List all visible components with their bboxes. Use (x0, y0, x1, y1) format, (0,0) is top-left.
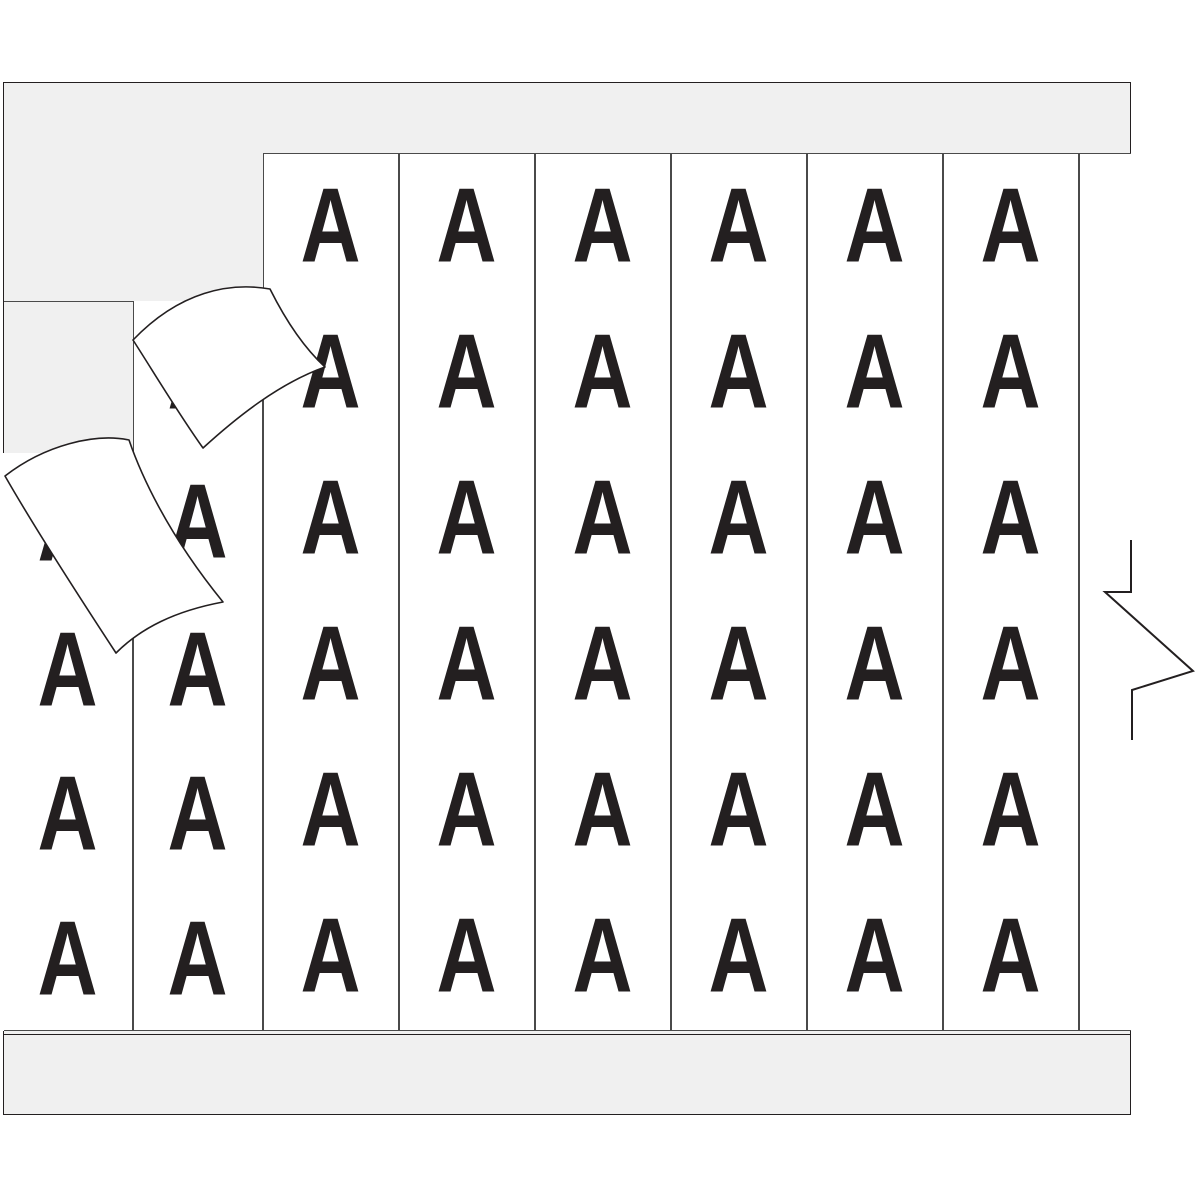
label-glyph: A (572, 896, 634, 1016)
label-cell[interactable]: A (400, 737, 534, 883)
label-cell[interactable]: A (808, 299, 942, 445)
label-glyph: A (708, 312, 770, 432)
label-glyph: A (572, 458, 634, 578)
label-column-4[interactable]: A A A A A A (399, 153, 535, 1031)
label-cell[interactable]: A (3, 742, 132, 887)
label-glyph: A (844, 750, 906, 870)
label-column-6[interactable]: A A A A A A (671, 153, 807, 1031)
label-cell[interactable]: A (944, 883, 1078, 1029)
label-glyph: A (708, 458, 770, 578)
label-cell[interactable]: A (536, 883, 670, 1029)
label-cell[interactable]: A (400, 883, 534, 1029)
label-cell[interactable]: A (536, 591, 670, 737)
label-cell[interactable]: A (536, 445, 670, 591)
label-cell[interactable]: A (400, 299, 534, 445)
label-column-3[interactable]: A A A A A A (263, 153, 399, 1031)
label-cell[interactable]: A (3, 887, 132, 1032)
label-glyph: A (300, 604, 362, 724)
label-glyph: A (572, 750, 634, 870)
die-cut-notch-outline (1102, 540, 1195, 740)
label-glyph: A (572, 604, 634, 724)
label-glyph: A (436, 750, 498, 870)
label-sheet: A A A A A A (3, 82, 1131, 1115)
label-cell[interactable]: A (944, 591, 1078, 737)
label-cell[interactable]: A (808, 445, 942, 591)
label-glyph: A (708, 896, 770, 1016)
label-glyph: A (572, 166, 634, 286)
label-cell[interactable]: A (264, 445, 398, 591)
label-cell[interactable]: A (264, 153, 398, 299)
label-cell[interactable]: A (134, 598, 262, 743)
label-grid-top-rule (263, 153, 1131, 155)
label-glyph: A (980, 896, 1042, 1016)
label-cell[interactable]: A (944, 153, 1078, 299)
label-glyph: A (844, 458, 906, 578)
label-glyph: A (844, 166, 906, 286)
label-glyph: A (844, 604, 906, 724)
label-cell[interactable]: A (672, 445, 806, 591)
label-cell[interactable]: A (672, 591, 806, 737)
label-cell[interactable]: A (808, 591, 942, 737)
label-glyph: A (572, 312, 634, 432)
label-column-7[interactable]: A A A A A A (807, 153, 943, 1031)
label-cell[interactable]: A (264, 737, 398, 883)
label-cell[interactable]: A (400, 591, 534, 737)
label-glyph: A (844, 312, 906, 432)
label-glyph: A (844, 896, 906, 1016)
label-cell[interactable]: A (672, 883, 806, 1029)
label-glyph: A (300, 750, 362, 870)
label-glyph: A (37, 755, 98, 874)
label-glyph: A (708, 166, 770, 286)
peeling-label-lower[interactable] (0, 425, 260, 660)
label-cell[interactable]: A (536, 737, 670, 883)
label-column-8[interactable]: A A A A A A (943, 153, 1079, 1031)
label-glyph: A (300, 896, 362, 1016)
label-cell[interactable]: A (672, 153, 806, 299)
label-cell[interactable]: A (536, 153, 670, 299)
label-cell[interactable]: A (672, 737, 806, 883)
label-cell[interactable]: A (944, 445, 1078, 591)
label-glyph: A (980, 604, 1042, 724)
label-cell[interactable]: A (808, 153, 942, 299)
label-glyph: A (167, 755, 229, 874)
die-cut-notch (1080, 540, 1200, 740)
label-cell[interactable]: A (944, 737, 1078, 883)
label-glyph: A (980, 458, 1042, 578)
label-glyph: A (436, 166, 498, 286)
label-glyph: A (37, 899, 98, 1018)
label-glyph: A (300, 166, 362, 286)
label-glyph: A (300, 458, 362, 578)
label-glyph: A (436, 604, 498, 724)
label-cell[interactable]: A (400, 445, 534, 591)
sheet-bottom-margin (4, 1034, 1130, 1114)
label-cell[interactable]: A (672, 299, 806, 445)
label-grid-bottom-rule (4, 1030, 1131, 1032)
label-glyph: A (436, 458, 498, 578)
label-cell[interactable]: A (808, 883, 942, 1029)
label-cell[interactable]: A (134, 742, 262, 887)
label-cell[interactable]: A (400, 153, 534, 299)
label-cell[interactable]: A (264, 591, 398, 737)
label-glyph: A (436, 896, 498, 1016)
label-cell[interactable]: A (536, 299, 670, 445)
label-glyph: A (37, 610, 98, 729)
label-glyph: A (980, 312, 1042, 432)
label-glyph: A (167, 610, 229, 729)
label-column-5[interactable]: A A A A A A (535, 153, 671, 1031)
label-glyph: A (708, 750, 770, 870)
label-cell[interactable]: A (134, 887, 262, 1032)
label-glyph: A (167, 899, 229, 1018)
label-glyph: A (436, 312, 498, 432)
peeling-label-lower-face (4, 437, 224, 654)
peeling-label-upper-face (132, 286, 326, 449)
label-glyph: A (708, 604, 770, 724)
label-cell[interactable]: A (808, 737, 942, 883)
label-cell[interactable]: A (264, 883, 398, 1029)
label-cell[interactable]: A (944, 299, 1078, 445)
label-cell[interactable]: A (3, 598, 132, 743)
label-glyph: A (980, 750, 1042, 870)
label-glyph: A (980, 166, 1042, 286)
peeling-label-upper[interactable] (120, 285, 370, 485)
